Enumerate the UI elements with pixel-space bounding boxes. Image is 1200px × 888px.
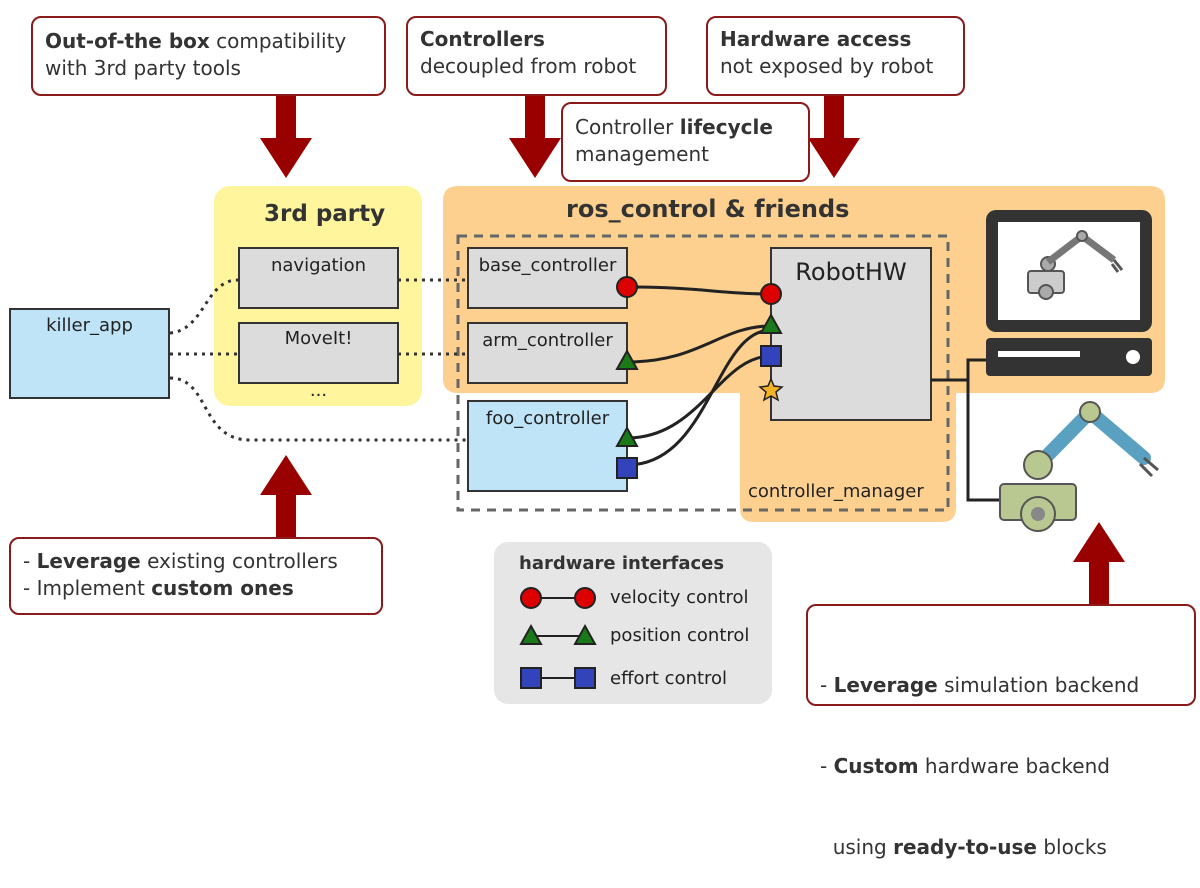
callout-hardware: Hardware access not exposed by robot	[706, 16, 965, 96]
ellipsis-label: ...	[309, 380, 328, 401]
arrow-controllers	[509, 96, 561, 178]
callout-leverage-controllers: - Leverage existing controllers - Implem…	[9, 537, 383, 615]
legend-box	[494, 542, 772, 704]
robothw-effort-port	[760, 345, 782, 367]
foo-effort-port	[616, 457, 638, 479]
controller-manager-boundary	[456, 234, 950, 512]
app-connections	[169, 278, 468, 442]
base-controller-label: base_controller	[478, 255, 617, 276]
robothw-box[interactable]	[770, 247, 932, 421]
robothw-velocity-port	[760, 283, 782, 305]
arrow-hardware	[808, 96, 860, 178]
legend-position-label: position control	[610, 625, 750, 646]
callout-arrows	[260, 96, 1125, 604]
interface-links	[626, 285, 772, 467]
foo-controller-box[interactable]	[467, 400, 628, 492]
legend-title: hardware interfaces	[519, 553, 725, 574]
callout-compat: Out-of-the box compatibility with 3rd pa…	[31, 16, 386, 96]
third-party-title: 3rd party	[264, 201, 386, 227]
callout-controllers: Controllers decoupled from robot	[406, 16, 667, 96]
ros-control-title: ros_control & friends	[566, 195, 850, 223]
robothw-label: RobotHW	[795, 258, 907, 286]
hardware-links	[931, 358, 1000, 502]
legend-position-symbol	[519, 623, 597, 645]
computer-icon	[986, 210, 1152, 376]
legend-velocity-symbol	[520, 587, 596, 609]
navigation-label: navigation	[270, 255, 367, 276]
killer-app-box[interactable]	[9, 308, 170, 399]
robothw-position-port	[759, 312, 783, 334]
arrow-backend	[1073, 522, 1125, 604]
callout-backend: - Leverage simulation backend - Custom h…	[806, 604, 1196, 859]
moveit-label: MoveIt!	[284, 328, 353, 349]
navigation-box[interactable]	[238, 247, 399, 309]
arrow-compat	[260, 96, 312, 178]
foo-position-port	[615, 425, 639, 447]
architecture-diagram	[9, 96, 1165, 704]
robothw-star-port	[758, 377, 784, 402]
legend-effort-symbol	[520, 667, 596, 689]
robot-arm-icon	[999, 401, 1159, 532]
arm-controller-box[interactable]	[467, 322, 628, 384]
foo-controller-label: foo_controller	[485, 408, 610, 429]
moveit-box[interactable]	[238, 322, 399, 384]
legend-velocity-label: velocity control	[610, 587, 749, 608]
arm-position-port	[615, 348, 639, 370]
legend-effort-label: effort control	[610, 668, 728, 689]
controller-manager-label: controller_manager	[748, 481, 924, 502]
killer-app-label: killer_app	[46, 315, 133, 336]
base-velocity-port	[616, 276, 638, 298]
arm-controller-label: arm_controller	[482, 330, 613, 351]
callout-lifecycle: Controller lifecycle management	[561, 102, 810, 182]
arrow-leverage	[260, 455, 312, 538]
